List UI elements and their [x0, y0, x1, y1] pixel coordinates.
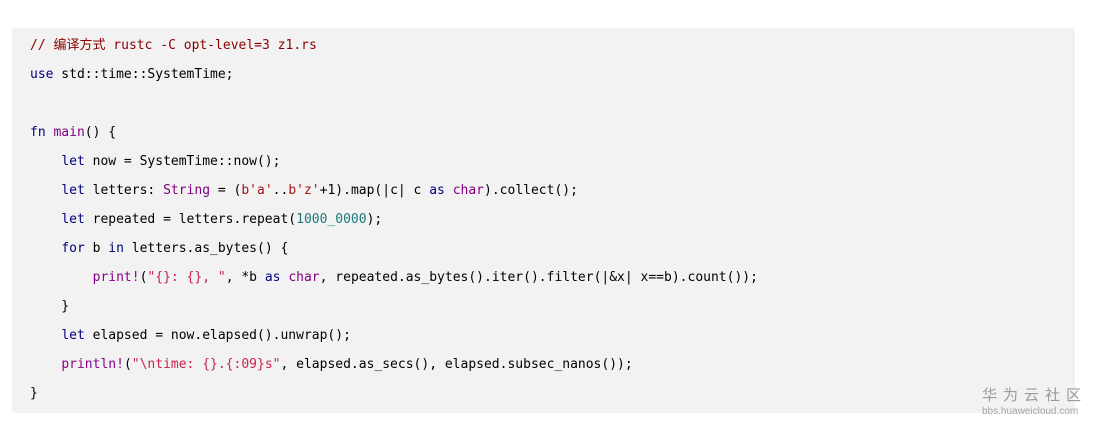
code-token-plain [30, 270, 93, 285]
code-token-ty: char [288, 270, 320, 285]
code-token-plain: repeated = letters.repeat( [84, 212, 297, 227]
code-token-plain: () { [84, 125, 117, 140]
code-token-plain: , elapsed.as_secs(), elapsed.subsec_nano… [280, 357, 633, 372]
code-token-plain: std::time::SystemTime; [53, 67, 234, 82]
code-token-ty: String [163, 183, 211, 198]
code-token-macro: println! [61, 357, 124, 372]
code-line [30, 94, 1075, 123]
code-token-kw: as [264, 270, 281, 285]
code-token-plain: b [84, 241, 109, 256]
code-token-plain [30, 212, 61, 227]
code-token-kw: let [61, 328, 85, 343]
watermark: 华为云社区 bbs.huaweicloud.com [982, 386, 1094, 418]
code-token-plain: } [30, 299, 70, 314]
code-token-plain: +1).map(|c| c [319, 183, 430, 198]
code-token-plain [445, 183, 453, 198]
code-line: println!("\ntime: {}.{:09}s", elapsed.as… [30, 355, 1075, 384]
code-token-plain: letters.as_bytes() { [123, 241, 289, 256]
code-block: // 编译方式 rustc -C opt-level=3 z1.rs use st… [12, 28, 1075, 413]
code-token-plain: .. [272, 183, 289, 198]
code-token-kw: let [61, 154, 85, 169]
code-line: } [30, 384, 1075, 413]
code-token-plain: letters: [84, 183, 164, 198]
code-token-kw: let [61, 183, 85, 198]
code-line: } [30, 297, 1075, 326]
code-token-plain: ).collect(); [484, 183, 578, 198]
code-line: fn main() { [30, 123, 1075, 152]
code-token-plain: , repeated.as_bytes().iter().filter(|&x|… [319, 270, 758, 285]
code-token-plain [30, 357, 61, 372]
code-token-kw: use [30, 67, 54, 82]
code-token-str: "{}: {}, " [147, 270, 226, 285]
code-token-kw: for [61, 241, 85, 256]
code-token-kw: fn [30, 125, 46, 140]
code-token-plain: , *b [225, 270, 265, 285]
code-token-byte: b'a' [241, 183, 273, 198]
code-token-plain: ); [366, 212, 383, 227]
code-token-macro: print! [92, 270, 140, 285]
code-token-ty: char [452, 183, 485, 198]
watermark-title: 华为云社区 [982, 386, 1088, 404]
code-token-plain [30, 183, 61, 198]
code-token-plain: } [30, 386, 38, 401]
code-token-plain: ( [123, 357, 132, 372]
code-token-plain: elapsed = now.elapsed().unwrap(); [84, 328, 351, 343]
code-token-plain: now = SystemTime::now(); [84, 154, 281, 169]
code-token-plain [30, 328, 61, 343]
code-line: let elapsed = now.elapsed().unwrap(); [30, 326, 1075, 355]
watermark-url: bbs.huaweicloud.com [982, 406, 1079, 417]
code-token-comment: // 编译方式 rustc -C opt-level=3 z1.rs [30, 38, 317, 53]
code-token-plain [30, 241, 61, 256]
code-token-num: 1000_0000 [296, 212, 367, 227]
code-line: // 编译方式 rustc -C opt-level=3 z1.rs [30, 36, 1075, 65]
code-line: use std::time::SystemTime; [30, 65, 1075, 94]
code-token-plain [30, 154, 61, 169]
code-line: let now = SystemTime::now(); [30, 152, 1075, 181]
code-token-kw: in [108, 241, 124, 256]
code-line: let letters: String = (b'a'..b'z'+1).map… [30, 181, 1075, 210]
code-token-byte: b'z' [288, 183, 320, 198]
code-token-plain: ( [139, 270, 148, 285]
code-line: for b in letters.as_bytes() { [30, 239, 1075, 268]
code-line: let repeated = letters.repeat(1000_0000)… [30, 210, 1075, 239]
code-token-kw: as [429, 183, 445, 198]
code-token-str: "\ntime: {}.{:09}s" [131, 357, 281, 372]
code-token-plain: = ( [210, 183, 242, 198]
code-token-ty: main [45, 125, 85, 140]
code-line: print!("{}: {}, ", *b as char, repeated.… [30, 268, 1075, 297]
code-token-kw: let [61, 212, 85, 227]
